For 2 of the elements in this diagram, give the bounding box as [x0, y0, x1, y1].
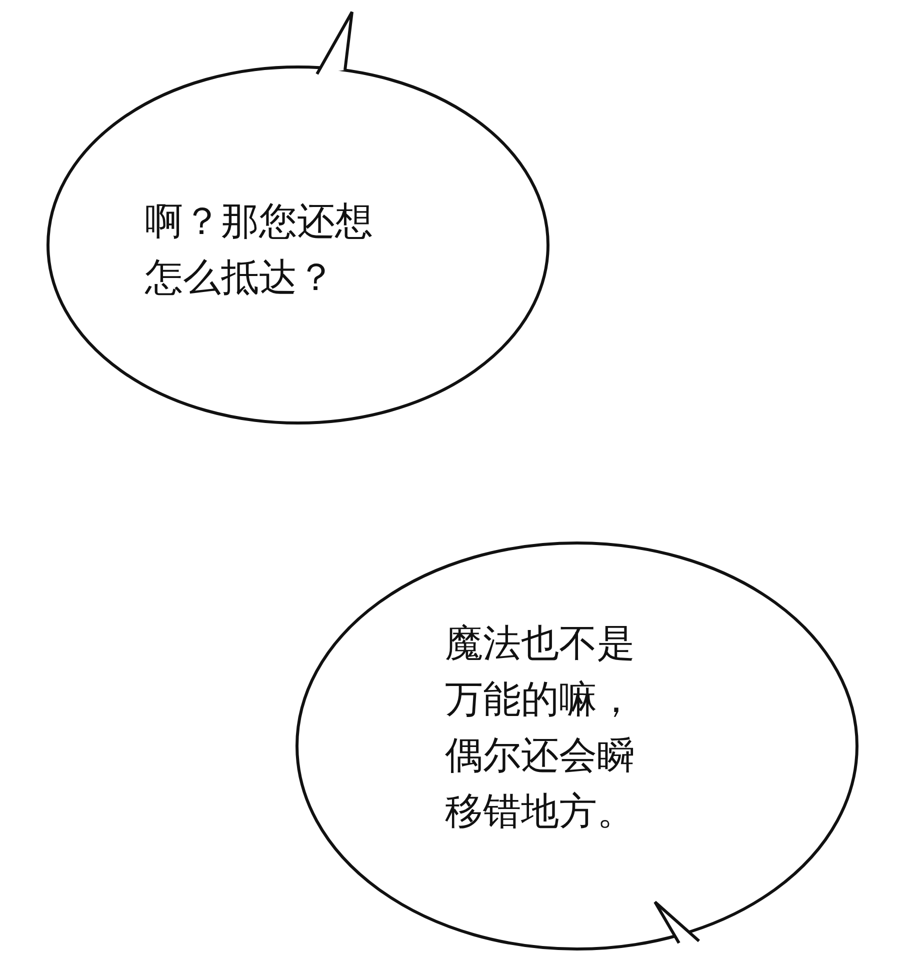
dialogue-text: 啊？那您还想怎么抵达？: [145, 198, 373, 301]
dialogue-text: 魔法也不是万能的嘛，偶尔还会瞬移错地方。: [445, 620, 635, 835]
